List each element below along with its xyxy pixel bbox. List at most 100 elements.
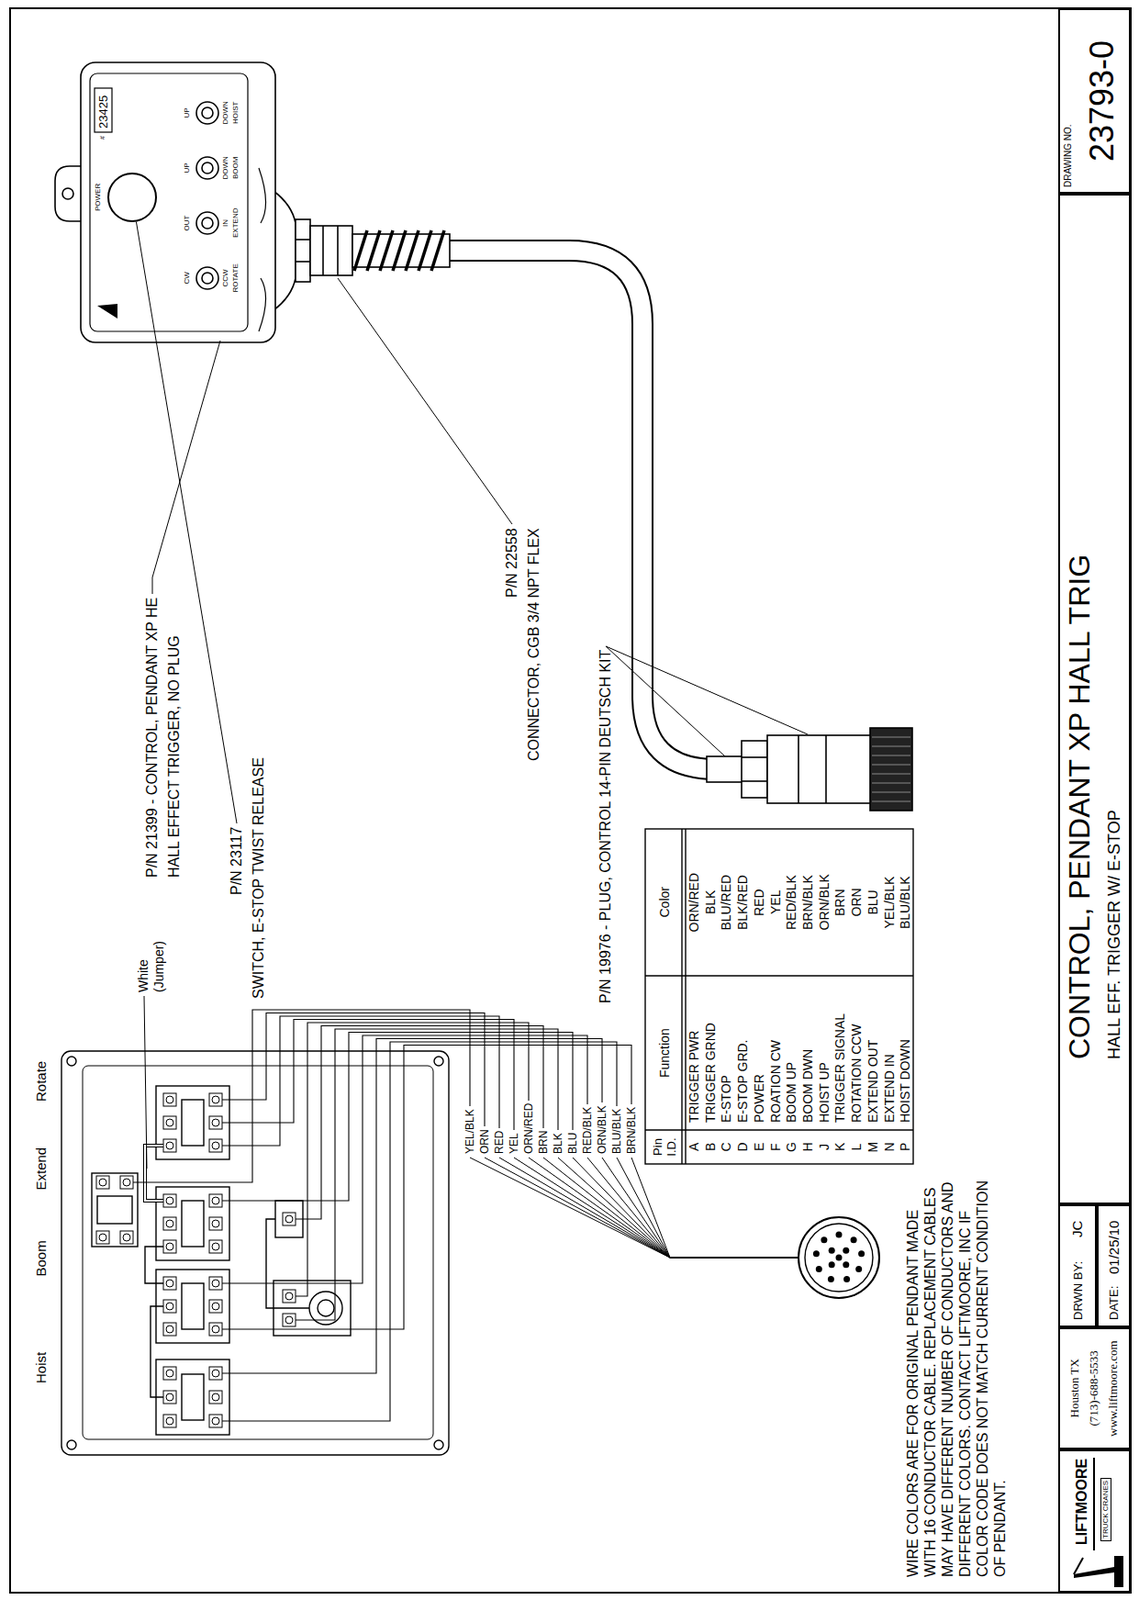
toggle-knob [196, 156, 219, 179]
table-cell: L [848, 1143, 864, 1151]
cable-bundle [670, 1256, 799, 1259]
note-text: WIRE COLORS ARE FOR ORIGINAL PENDANT MAD… [904, 1172, 1009, 1577]
pendant-face-label: CW [182, 271, 192, 284]
cable-conductor [587, 1157, 670, 1258]
toggle-knob [201, 162, 213, 174]
title-block-cell: DATE: 01/25/10 [1096, 1204, 1131, 1328]
title-block-text: HALL EFF. TRIGGER W/ E-STOP [1104, 809, 1125, 1060]
switch-body [181, 1099, 204, 1146]
serial-sticker [94, 88, 112, 133]
table-cell: J [816, 1143, 832, 1151]
pendant-face-label: DOWN [221, 156, 231, 179]
toggle-knob [196, 101, 219, 124]
title-block-text: (713)-688-5533 [1086, 1350, 1102, 1426]
plug-nut [741, 740, 768, 798]
table-cell: H [800, 1141, 816, 1151]
wire-color-label: ORN/BLK [595, 1105, 609, 1154]
toggle-switch [91, 1172, 138, 1247]
connector-pins [813, 1231, 865, 1284]
table-cell: EXTEND IN [882, 1053, 897, 1123]
toggle-knob [201, 217, 213, 229]
toggle-switch [156, 1269, 230, 1343]
internal-wire [266, 1218, 310, 1308]
table-cell: RED/BLK [783, 874, 799, 930]
pendant-illustration [55, 62, 913, 811]
wire-color-label: BLU [566, 1132, 580, 1154]
conductor-wire [222, 1045, 632, 1330]
logo-rule [1093, 1457, 1095, 1551]
conductor-wire [222, 1032, 573, 1202]
wire-color-label: ORN [478, 1128, 492, 1154]
table-header: Function [657, 1027, 673, 1078]
table-cell: ROTATION CCW [848, 1023, 864, 1123]
gland-fitting [310, 225, 353, 276]
cable-conductor [616, 1157, 670, 1258]
table-cell: POWER [751, 1073, 767, 1123]
table-cell: BRN [832, 888, 848, 916]
title-block-text: 01/25/10 [1105, 1220, 1123, 1274]
conductor-wire [222, 1035, 588, 1284]
table-cell: HOIST DOWN [897, 1038, 913, 1123]
plug-body [797, 735, 800, 804]
switch-name-label: Hoist [33, 1351, 50, 1384]
wire-color-label: BRN/BLK [625, 1106, 638, 1154]
part-callout: SWITCH, E-STOP TWIST RELEASE [249, 757, 268, 999]
pendant-face-label: CCW [221, 268, 231, 287]
wire-color-label: YEL [507, 1132, 521, 1154]
plug-nut [741, 780, 768, 782]
pin-table-grid [645, 828, 914, 1164]
mounting-hole [62, 188, 74, 200]
plug-nut [741, 756, 768, 759]
wires-and-leaders [133, 222, 808, 1421]
liftmoore-logo [1073, 1457, 1124, 1587]
enclosure-outline [61, 1050, 449, 1455]
table-cell: M [865, 1141, 881, 1153]
toggle-knob [201, 107, 213, 119]
grip-cutout [258, 167, 267, 332]
cable-conductor [484, 1157, 670, 1258]
cable-conductor [631, 1157, 670, 1258]
screw [434, 1056, 444, 1066]
cable-conductor [499, 1157, 670, 1258]
title-block-cell: LIFTMOORETRUCK CRANES [1058, 1449, 1131, 1593]
title-block-text: DATE: [1106, 1285, 1122, 1320]
wire-color-label: BLU/BLK [610, 1108, 624, 1154]
title-block-cell: DRAWING NO.23793-0 [1058, 8, 1131, 194]
leader-line [144, 995, 147, 1169]
part-callout: P/N 19976 - PLUG, CONTROL 14-PIN DEUTSCH… [596, 649, 615, 1004]
table-cell: BLU [865, 889, 881, 915]
gland-fitting [336, 225, 339, 276]
toggle-switch [156, 1359, 230, 1435]
toggle-knob [196, 212, 219, 235]
cable-outline [449, 250, 716, 770]
title-block-text: DRAWING NO. [1062, 123, 1074, 188]
table-cell: BLK [703, 890, 718, 915]
part-callout: P/N 23117 [227, 826, 246, 895]
wire-color-label: YEL/BLK [463, 1108, 477, 1154]
toggle-knob [201, 272, 213, 284]
leader-line [605, 646, 726, 757]
plug-body [825, 735, 827, 804]
table-cell: BLK/RED [735, 874, 750, 930]
table-cell: E [751, 1142, 767, 1151]
cable-conductor [572, 1157, 670, 1258]
switch-body [97, 1195, 133, 1224]
pendant-face-label: UP [182, 107, 192, 118]
wire-color-label: RED/BLK [580, 1106, 594, 1154]
part-callout: CONNECTOR, CGB 3/4 NPT FLEX [524, 527, 543, 761]
table-cell: BLU/RED [718, 874, 734, 931]
table-cell: A [686, 1142, 702, 1151]
plug-sleeve [706, 756, 744, 782]
toggle-knob [196, 267, 219, 290]
title-block-text: TRUCK CRANES [1100, 1477, 1112, 1541]
cable-connector-end [670, 1217, 880, 1298]
jumper-wire [145, 1145, 164, 1201]
jumper-wire [145, 1145, 164, 1201]
table-cell: G [783, 1141, 799, 1152]
screw [434, 1440, 444, 1450]
conductor-wire [222, 1041, 617, 1421]
table-cell: F [768, 1142, 783, 1151]
table-cell: N [882, 1141, 897, 1151]
table-cell: RED [751, 888, 767, 916]
